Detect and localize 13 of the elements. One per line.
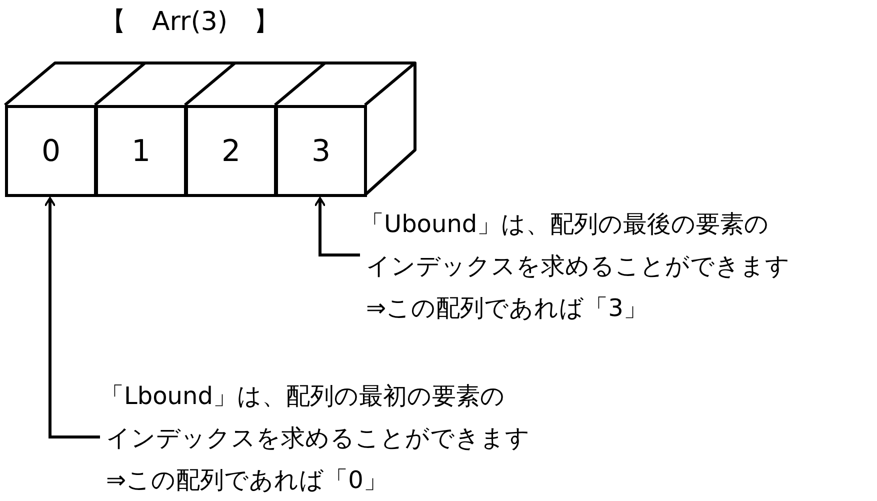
result-note: ⇒この配列であれば「3」 xyxy=(365,293,648,324)
description-text: 「Lbound」は、配列の最初の要素の xyxy=(100,381,506,412)
leader-arrow xyxy=(314,197,360,256)
leader-arrow xyxy=(44,197,100,438)
description-text: インデックスを求めることができます xyxy=(365,251,790,282)
title: 【 Arr(3) 】 xyxy=(100,6,280,39)
description-text: インデックスを求めることができます xyxy=(105,423,530,454)
array-cell: 2 xyxy=(185,105,277,197)
array-cell: 3 xyxy=(275,105,367,197)
array-cell: 0 xyxy=(5,105,97,197)
array-cell: 1 xyxy=(95,105,187,197)
result-note: ⇒この配列であれば「0」 xyxy=(105,465,388,496)
description-text: 「Ubound」は、配列の最後の要素の xyxy=(360,209,770,240)
